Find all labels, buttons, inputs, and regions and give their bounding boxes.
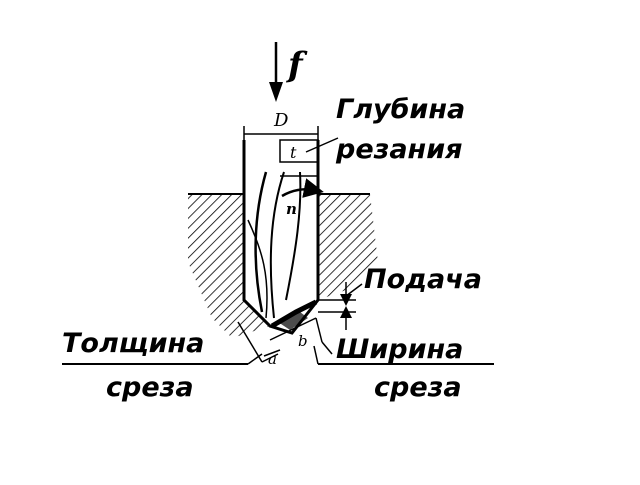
thickness-label-line2: среза bbox=[106, 372, 194, 403]
feed-dimension bbox=[318, 282, 363, 330]
rotation-arrow bbox=[281, 178, 324, 198]
thickness-label-line1: Толщина bbox=[62, 328, 204, 359]
depth-label-line2: резания bbox=[335, 134, 462, 165]
rotation-symbol: n bbox=[286, 200, 297, 218]
drill bbox=[242, 140, 320, 335]
workpiece-hatch-left bbox=[188, 194, 270, 338]
depth-label-line1: Глубина bbox=[336, 94, 465, 125]
workpiece bbox=[188, 193, 378, 338]
width-dimension bbox=[269, 317, 333, 355]
depth-symbol: t bbox=[290, 143, 297, 162]
drill-flute-4 bbox=[247, 219, 268, 319]
feed-label: Подача bbox=[364, 264, 482, 295]
feed-arrow bbox=[269, 42, 283, 102]
thickness-dimension bbox=[237, 321, 281, 363]
feed-symbol: f bbox=[286, 45, 308, 85]
width-symbol: b bbox=[298, 332, 308, 350]
thickness-leader bbox=[247, 353, 263, 365]
width-leader bbox=[313, 345, 319, 365]
depth-dimension bbox=[243, 126, 339, 177]
diameter-symbol: D bbox=[273, 110, 289, 131]
drill-flute-2 bbox=[269, 171, 285, 319]
chip-area bbox=[278, 312, 308, 330]
drill-flute-3 bbox=[285, 171, 302, 301]
width-label-line1: Ширина bbox=[336, 334, 463, 365]
thickness-symbol: a bbox=[268, 350, 277, 368]
workpiece-hatch-right bbox=[318, 194, 378, 300]
width-label-line2: среза bbox=[374, 372, 462, 403]
